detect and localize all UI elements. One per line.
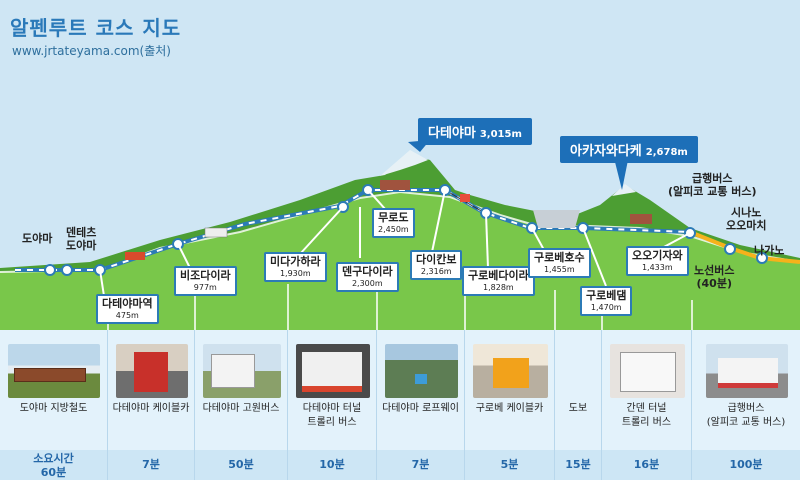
station-tengudaira: 덴구다이라 2,300m — [336, 262, 399, 292]
station-altitude: 475m — [115, 310, 139, 320]
transport-duration: 50분 — [195, 450, 287, 480]
transport-col-4: 다테야마 로프웨이 7분 — [377, 330, 465, 480]
station-bijodaira: 비조다이라 977m — [174, 266, 237, 296]
transport-name: 다테야마 터널 트롤리 버스 — [302, 403, 362, 428]
peak-altitude: 2,678m — [645, 147, 688, 158]
station-altitude: 1,433m — [641, 262, 673, 272]
station-name: 덴구다이라 — [342, 265, 393, 278]
transport-table: 도야마 지방철도 소요시간 60분 다테야마 케이블카 7분 다테야마 고원버스… — [0, 330, 800, 480]
photo-express-bus — [706, 344, 788, 398]
transport-col-3: 다테야마 터널 트롤리 버스 10분 — [288, 330, 377, 480]
transport-col-0: 도야마 지방철도 소요시간 60분 — [0, 330, 108, 480]
station-tateyama: 다테야마역 475m — [96, 294, 159, 324]
transport-name: 도보 — [568, 403, 588, 414]
station-nagano: 나가노 — [754, 244, 785, 257]
transport-name: 구로베 케이블카 — [475, 403, 544, 414]
express-bus-label: 급행버스 (알피코 교통 버스) — [668, 172, 757, 199]
dot-dentetsu — [61, 264, 73, 276]
peak-name: 다테야마 — [428, 126, 476, 141]
station-altitude: 2,300m — [351, 278, 383, 288]
snow-cap-akazawa — [612, 184, 636, 196]
station-name: 미다가하라 — [270, 255, 321, 268]
transport-col-1: 다테야마 케이블카 7분 — [108, 330, 195, 480]
transport-duration: 7분 — [377, 450, 464, 480]
photo-tateyama-trolley-bus — [296, 344, 370, 398]
photo-highland-bus — [203, 344, 281, 398]
duration-value: 60분 — [40, 466, 67, 479]
transport-col-5: 구로베 케이블카 5분 — [465, 330, 555, 480]
station-altitude: 2,450m — [378, 224, 409, 234]
transport-duration: 10분 — [288, 450, 376, 480]
station-murodo: 무로도 2,450m — [372, 208, 415, 238]
photo-toyama-railway — [8, 344, 100, 398]
station-name: 구로베댐 — [586, 289, 627, 302]
transport-name: 도야마 지방철도 — [19, 403, 88, 414]
transport-duration: 소요시간 60분 — [0, 450, 107, 480]
station-altitude: 1,455m — [543, 264, 575, 274]
cablecar-train — [125, 252, 145, 260]
station-altitude: 1,470m — [590, 302, 622, 312]
transport-name: 급행버스 (알피코 교통 버스) — [706, 403, 786, 428]
transport-name: 다테야마 케이블카 — [112, 403, 190, 414]
transport-duration: 7분 — [108, 450, 194, 480]
ropeway-gondola — [460, 194, 470, 202]
station-dentetsu-toyama: 덴테츠 도야마 — [66, 226, 97, 253]
ogizawa-building — [630, 214, 652, 224]
transport-col-2: 다테야마 고원버스 50분 — [195, 330, 288, 480]
route-bus — [689, 230, 800, 264]
station-name: 다이칸보 — [416, 253, 457, 266]
dot-nagano — [756, 252, 768, 264]
murodo-building — [380, 180, 410, 190]
station-name: 구로베호수 — [534, 251, 585, 264]
station-name: 구로베다이라 — [468, 269, 529, 282]
station-kurobeko: 구로베호수 1,455m — [528, 248, 591, 278]
transport-col-6: 도보 15분 — [555, 330, 602, 480]
transport-name: 다테야마 로프웨이 — [382, 403, 459, 414]
snow-cap-tateyama — [380, 150, 428, 176]
station-name: 오오기자와 — [632, 249, 683, 262]
station-ogizawa: 오오기자와 1,433m — [626, 246, 689, 276]
station-kurobedam: 구로베댐 1,470m — [580, 286, 633, 316]
station-name: 다테야마역 — [102, 297, 153, 310]
station-altitude: 977m — [193, 282, 217, 292]
station-midagahara: 미다가하라 1,930m — [264, 252, 327, 282]
dot-toyama — [44, 264, 56, 276]
transport-duration: 100분 — [692, 450, 800, 480]
transport-name: 간덴 터널 트롤리 버스 — [621, 403, 672, 428]
station-kurobedaira: 구로베다이라 1,828m — [462, 266, 535, 296]
peak-name: 아카자와다케 — [570, 144, 642, 159]
transport-col-7: 간덴 터널 트롤리 버스 16분 — [602, 330, 692, 480]
dam-icon — [533, 210, 580, 228]
station-name: 무로도 — [378, 211, 409, 224]
photo-tateyama-ropeway — [385, 344, 458, 398]
photo-kanden-trolley-bus — [610, 344, 685, 398]
bus-figure — [204, 227, 228, 238]
transport-name: 다테야마 고원버스 — [202, 403, 280, 414]
peak-altitude: 3,015m — [479, 129, 522, 140]
duration-heading: 소요시간 — [33, 452, 74, 465]
transport-col-8: 급행버스 (알피코 교통 버스) 100분 — [692, 330, 800, 480]
station-toyama: 도야마 — [22, 232, 53, 245]
station-altitude: 1,828m — [483, 282, 514, 292]
page-title: 알펜루트 코스 지도 — [10, 16, 182, 40]
transport-duration: 5분 — [465, 450, 554, 480]
station-altitude: 1,930m — [279, 268, 311, 278]
station-daikanbo: 다이칸보 2,316m — [410, 250, 463, 280]
source-url: www.jrtateyama.com(출처) — [12, 44, 171, 58]
dot-shinano — [724, 243, 736, 255]
photo-kurobe-cable-car — [473, 344, 548, 398]
route-bus-label: 노선버스 (40분) — [694, 264, 735, 291]
photo-tateyama-cable-car — [116, 344, 188, 398]
station-altitude: 2,316m — [420, 266, 452, 276]
station-name: 비조다이라 — [180, 269, 231, 282]
transport-duration: 16분 — [602, 450, 691, 480]
station-shinano-omachi: 시나노 오오마치 — [726, 206, 767, 233]
transport-duration: 15분 — [555, 450, 601, 480]
